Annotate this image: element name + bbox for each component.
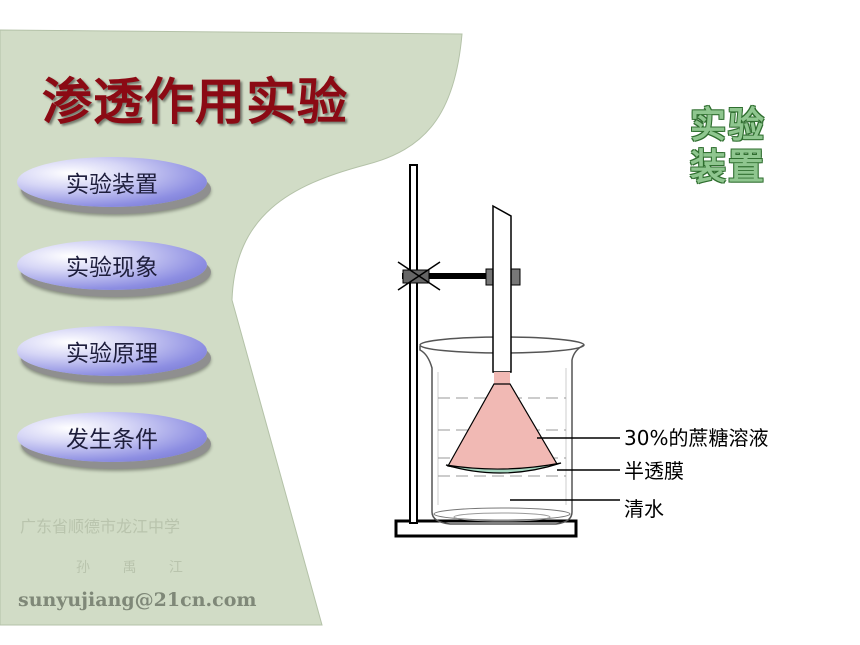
- page-title: 渗透作用实验: [42, 72, 348, 131]
- glass-tube: [492, 204, 512, 373]
- nav-button-conditions[interactable]: 发生条件: [17, 412, 207, 462]
- nav-button-principle[interactable]: 实验原理: [17, 326, 207, 376]
- label-membrane: 半透膜: [624, 459, 684, 483]
- author-email: sunyujiang@21cn.com: [18, 589, 257, 611]
- label-water: 清水: [624, 497, 664, 521]
- nav-button-phenomenon[interactable]: 实验现象: [17, 240, 207, 290]
- sucrose-solution-funnel: [447, 383, 558, 472]
- semipermeable-membrane: [445, 462, 562, 474]
- beaker: [419, 344, 585, 525]
- label-sucrose-solution: 30%的蔗糖溶液: [624, 426, 768, 450]
- nav-button-apparatus[interactable]: 实验装置: [17, 157, 207, 207]
- clamp-screw: [397, 261, 441, 291]
- section-label: 实验装置: [690, 104, 767, 188]
- stand-rod: [409, 164, 418, 524]
- author-name: 孙 禹 江: [76, 560, 197, 576]
- school-name: 广东省顺德市龙江中学: [20, 517, 181, 536]
